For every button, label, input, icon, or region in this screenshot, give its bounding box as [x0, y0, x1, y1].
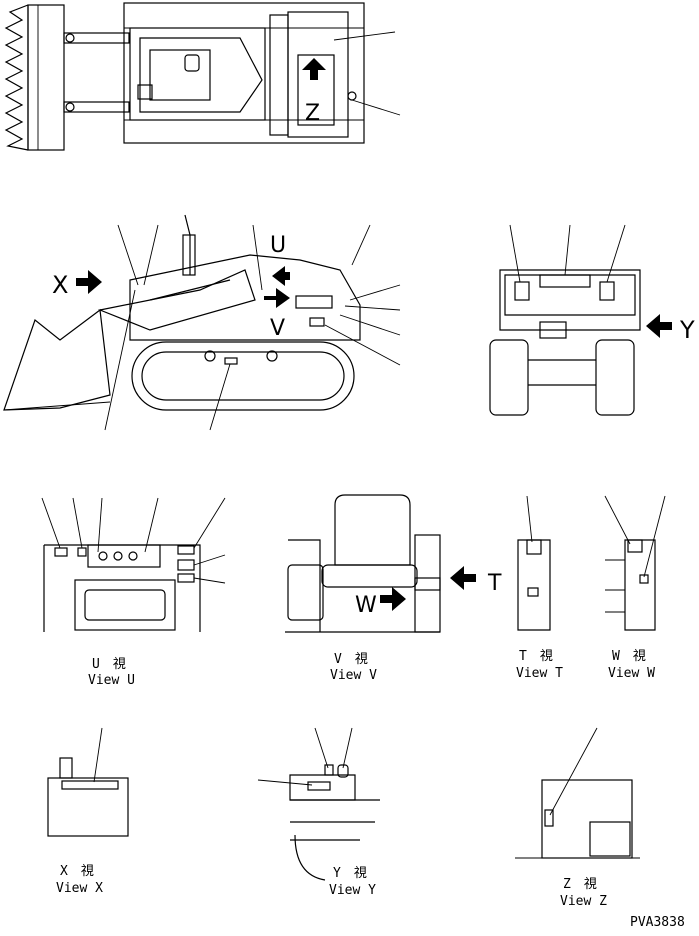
caption-x-en: View X: [56, 881, 103, 896]
caption-v-en: View V: [330, 668, 377, 683]
view-z: Z 視 View Z: [515, 727, 640, 909]
label-u: U: [270, 233, 286, 258]
caption-u-en: View U: [88, 673, 135, 688]
caption-v-jp: V 視: [334, 652, 368, 667]
view-u: U 視 View U: [41, 497, 226, 688]
caption-y-en: View Y: [329, 883, 376, 898]
caption-t-jp: T 視: [519, 649, 553, 664]
arrow-left-icon: [646, 314, 672, 338]
caption-z-en: View Z: [560, 894, 607, 909]
arrow-right-icon: [76, 270, 102, 294]
caption-t-en: View T: [516, 666, 563, 681]
machine-side-view: X U V: [3, 214, 401, 431]
label-v: V: [270, 316, 285, 341]
caption-z-jp: Z 視: [563, 877, 597, 892]
view-w: W 視 View W: [604, 495, 666, 681]
label-y: Y: [679, 316, 695, 344]
drawing-code: PVA3838: [630, 915, 685, 930]
arrow-left-t-icon: [450, 566, 476, 590]
label-x: X: [52, 271, 68, 299]
caption-y-jp: Y 視: [333, 866, 367, 881]
label-w: W: [355, 593, 377, 618]
caption-w-jp: W 視: [612, 649, 646, 664]
caption-u-jp: U 視: [92, 657, 126, 672]
label-t: T: [487, 571, 502, 596]
machine-rear-view: Y: [489, 224, 695, 416]
caption-w-en: View W: [608, 666, 655, 681]
caption-x-jp: X 視: [60, 864, 94, 879]
machine-top-view: Z: [4, 2, 401, 151]
label-z-top: Z: [305, 101, 320, 126]
view-t: T 視 View T: [516, 495, 563, 681]
view-x: X 視 View X: [47, 727, 129, 896]
view-v: W T V 視 View V: [285, 494, 502, 683]
view-y: Y 視 View Y: [257, 727, 380, 898]
